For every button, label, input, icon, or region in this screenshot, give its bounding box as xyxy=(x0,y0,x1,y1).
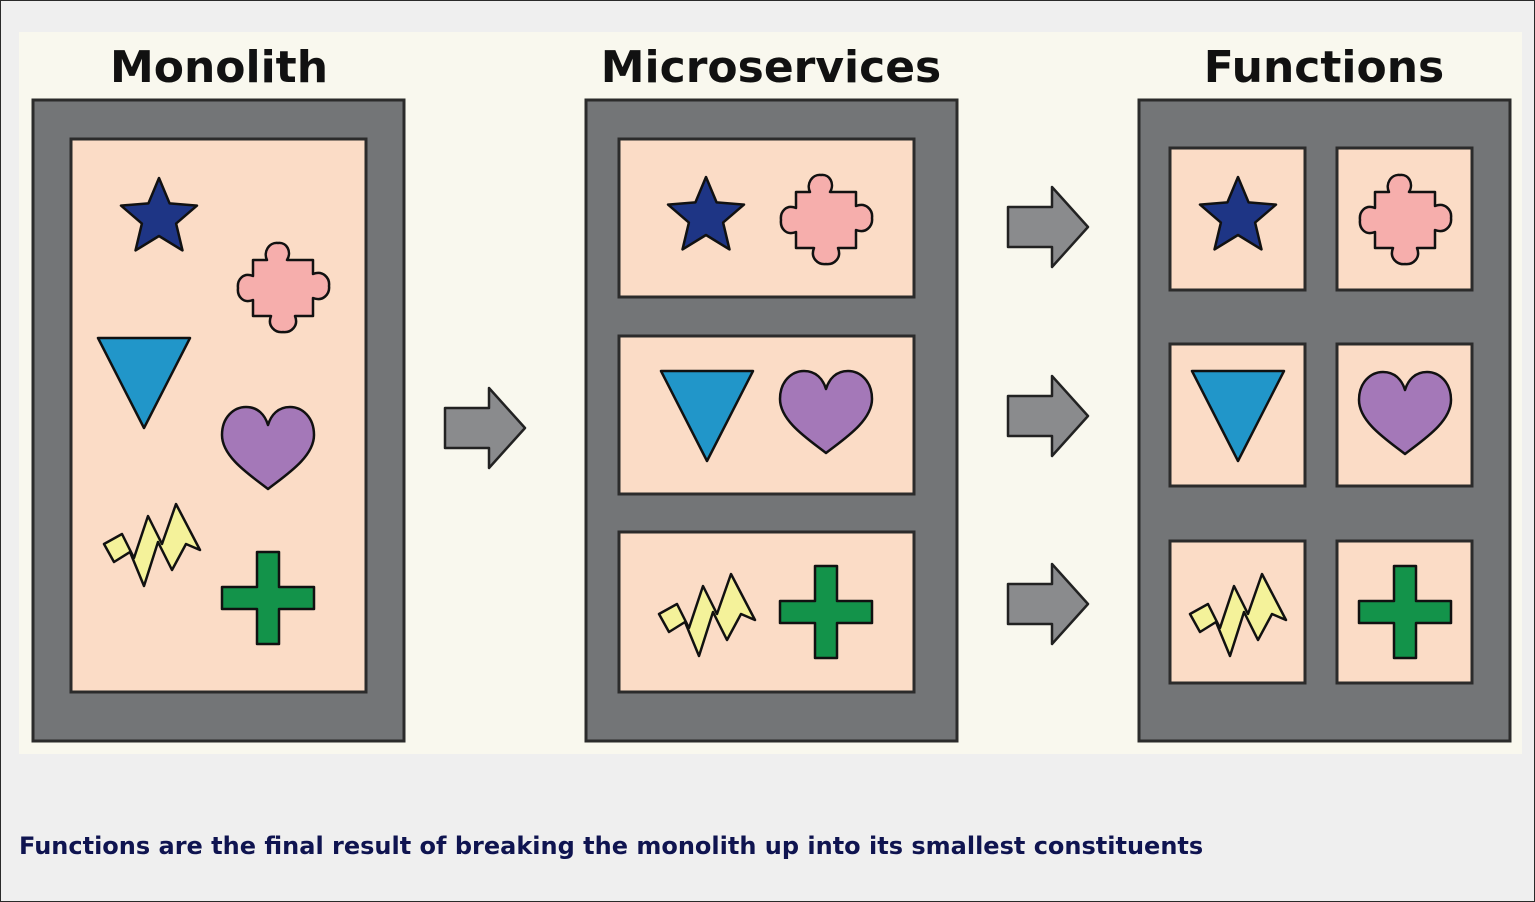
function-panel xyxy=(1335,146,1474,292)
arrow-right-icon xyxy=(443,386,527,470)
monolith-title: Monolith xyxy=(110,42,328,93)
monolith-panel xyxy=(69,137,368,694)
functions-container xyxy=(1137,98,1512,743)
architecture-diagram: Monolith Microservices xyxy=(19,32,1522,754)
microservices-title: Microservices xyxy=(601,42,941,93)
arrow-right-icon xyxy=(1006,185,1090,269)
function-panel xyxy=(1335,342,1474,488)
arrow-right-icon xyxy=(1006,374,1090,458)
function-panel xyxy=(1168,539,1307,685)
monolith-container xyxy=(31,98,406,743)
function-panel xyxy=(1168,146,1307,292)
microservice-panel xyxy=(617,530,916,694)
arrow-right-icon xyxy=(1006,562,1090,646)
microservice-panel xyxy=(617,334,916,496)
microservice-panel xyxy=(617,137,916,299)
figure-caption: Functions are the final result of breaki… xyxy=(19,832,1204,860)
function-panel xyxy=(1168,342,1307,488)
functions-title: Functions xyxy=(1204,42,1444,93)
microservices-container xyxy=(584,98,959,743)
function-panel xyxy=(1335,539,1474,685)
